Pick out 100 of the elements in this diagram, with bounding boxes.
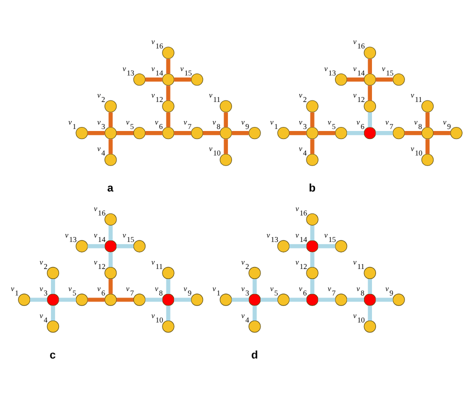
node-circle: [335, 294, 348, 306]
connector: [166, 58, 170, 74]
node-circle: [220, 294, 232, 306]
node-circle: [220, 100, 232, 112]
connector: [376, 78, 393, 82]
node-circle: [364, 126, 376, 140]
node-circle: [248, 320, 261, 333]
node-circle: [364, 320, 376, 333]
node-circle: [392, 294, 405, 306]
node-circle: [76, 126, 88, 140]
node-circle: [306, 126, 318, 140]
connector: [260, 298, 278, 302]
node-circle: [277, 126, 290, 140]
connector: [174, 78, 192, 82]
node-circle: [162, 46, 174, 59]
connector: [368, 58, 372, 74]
node-circle: [364, 266, 376, 280]
connector: [174, 131, 192, 136]
label: b: [308, 182, 316, 195]
connector: [318, 298, 336, 302]
node-circle: [46, 320, 60, 333]
node-circle: [76, 240, 88, 252]
node-circle: [133, 294, 146, 306]
connector: [166, 279, 170, 294]
connector: [232, 131, 249, 136]
node-circle: [364, 294, 376, 306]
node-circle: [392, 73, 405, 86]
connector: [108, 279, 113, 294]
node-circle: [421, 100, 434, 112]
node-circle: [306, 213, 318, 226]
connector: [368, 279, 372, 294]
node-circle: [104, 154, 117, 166]
node-circle: [18, 294, 30, 306]
connector: [425, 139, 430, 154]
connector: [346, 78, 364, 82]
connector: [289, 131, 306, 136]
connector: [224, 112, 228, 128]
label: a: [107, 182, 114, 195]
connector: [50, 279, 56, 294]
node-circle: [133, 73, 146, 86]
node-circle: [364, 100, 376, 112]
connector: [88, 244, 105, 248]
node-circle: [190, 126, 204, 140]
node-circle: [421, 154, 434, 166]
connector: [30, 298, 48, 302]
node-circle: [306, 100, 318, 112]
connector: [368, 86, 372, 100]
connector: [116, 298, 134, 302]
node-circle: [133, 126, 146, 140]
node-circle: [104, 100, 117, 112]
label: c: [50, 349, 56, 362]
connector: [289, 298, 306, 302]
node-circle: [104, 126, 117, 140]
connector: [174, 298, 192, 302]
connector: [108, 226, 113, 240]
connector: [318, 131, 336, 136]
node-circle: [306, 240, 318, 252]
node-circle: [248, 266, 261, 280]
connector: [232, 298, 249, 302]
connector: [58, 298, 76, 302]
connector: [108, 252, 113, 268]
node-circle: [392, 126, 405, 140]
connector: [88, 298, 105, 302]
connector: [202, 131, 220, 136]
node-circle: [364, 46, 376, 59]
connector: [346, 131, 364, 136]
node-circle: [162, 100, 174, 112]
node-circle: [421, 126, 434, 140]
node-circle: [46, 266, 60, 280]
connector: [50, 306, 56, 321]
node-circle: [364, 73, 376, 86]
node-circle: [335, 73, 348, 86]
connector: [310, 226, 314, 240]
connector: [404, 131, 422, 136]
connector: [116, 131, 134, 136]
connector: [88, 131, 105, 136]
connector: [346, 298, 364, 302]
connector: [376, 298, 393, 302]
connector: [433, 131, 450, 136]
node-circle: [104, 266, 117, 280]
node-circle: [104, 294, 117, 306]
node-circle: [306, 266, 318, 280]
node-circle: [306, 154, 318, 166]
node-circle: [104, 213, 117, 226]
node-circle: [220, 154, 232, 166]
node-circle: [277, 294, 290, 306]
connector: [368, 112, 372, 128]
node-circle: [162, 266, 174, 280]
node-circle: [133, 240, 146, 252]
node-circle: [335, 240, 348, 252]
connector: [310, 139, 314, 154]
connector: [310, 252, 314, 268]
connector: [145, 298, 162, 302]
node-circle: [162, 294, 174, 306]
connector: [425, 112, 430, 128]
node-circle: [76, 294, 88, 306]
connector: [108, 112, 113, 128]
node-circle: [248, 126, 261, 140]
connector: [145, 131, 162, 136]
node-circle: [335, 126, 348, 140]
